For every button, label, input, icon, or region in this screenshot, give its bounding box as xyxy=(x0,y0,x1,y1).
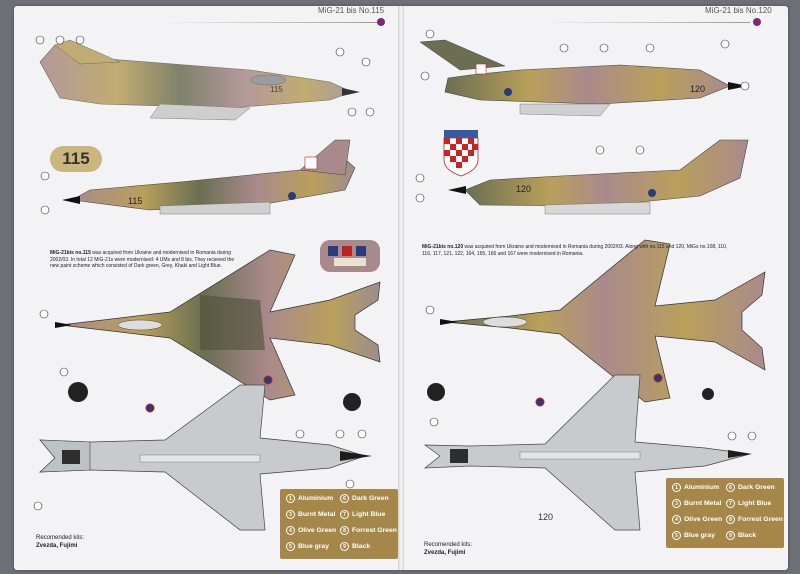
right-description-text: was acquired from Ukraine and modernised… xyxy=(422,244,728,257)
right-callout-markers xyxy=(415,29,757,441)
left-side-profile-1: 115 xyxy=(39,39,360,121)
left-header-line xyxy=(160,22,380,23)
left-header-dot xyxy=(377,18,385,26)
left-description-lead: MiG-21bis no.115 xyxy=(50,250,91,256)
right-page-header: MiG-21 bis No.120 xyxy=(705,6,772,15)
right-header-line xyxy=(540,22,750,23)
left-callout-markers xyxy=(33,35,375,511)
right-detail-circle-1 xyxy=(427,383,445,401)
left-description-text: was acquired from Ukraine and modernised… xyxy=(50,250,235,270)
left-top-view xyxy=(55,249,381,401)
right-bottom-view: 120 xyxy=(423,374,752,531)
left-recommended-kits: Recomended kits: Zvezda, Fujimi xyxy=(36,534,84,550)
right-description: MiG-21bis no.120 was acquired from Ukrai… xyxy=(422,244,734,257)
right-top-view xyxy=(440,239,766,403)
left-detail-circle-2 xyxy=(343,393,361,411)
insignia-panel xyxy=(320,240,380,272)
croatian-shield-icon xyxy=(443,130,479,177)
page-fold xyxy=(398,6,404,570)
left-side1-code: 115 xyxy=(270,85,283,94)
left-side-profile-2: 115 xyxy=(62,139,356,215)
right-recommended-kits: Recomended kits: Zvezda, Fujimi xyxy=(424,541,472,557)
left-detail-circle-1 xyxy=(68,382,88,402)
left-page-header: MiG-21 bis No.115 xyxy=(318,6,385,15)
right-bottom-code: 120 xyxy=(538,512,553,522)
right-kits-value: Zvezda, Fujimi xyxy=(424,550,466,556)
left-kits-value: Zvezda, Fujimi xyxy=(36,543,78,549)
right-side-profile-2: 120 xyxy=(448,139,749,215)
aircraft-number-badge: 115 xyxy=(50,146,102,172)
left-description: MiG-21bis no.115 was acquired from Ukrai… xyxy=(50,250,236,270)
right-side-profile-1: 120 xyxy=(419,39,748,117)
right-description-lead: MiG-21bis no.120 xyxy=(422,244,464,250)
left-kits-label: Recomended kits: xyxy=(36,535,85,541)
left-bottom-view xyxy=(39,384,372,531)
right-side1-code: 120 xyxy=(690,84,705,94)
right-kits-label: Recomended kits: xyxy=(424,542,473,548)
right-header-dot xyxy=(753,18,761,26)
right-side2-code: 120 xyxy=(516,184,531,194)
left-side2-code: 115 xyxy=(128,196,142,206)
right-detail-circle-2 xyxy=(702,388,714,400)
